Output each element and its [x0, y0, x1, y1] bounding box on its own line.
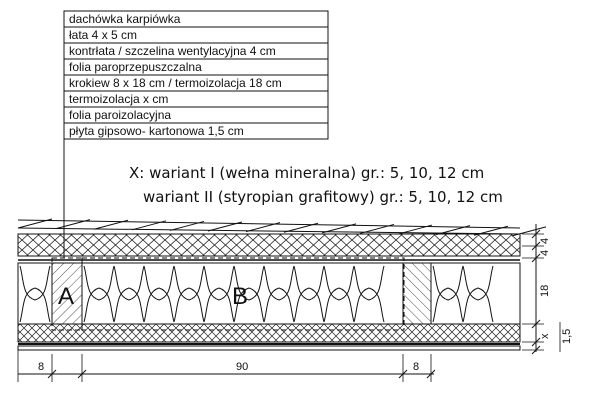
- dim-rafter-depth: 18: [539, 285, 551, 297]
- layer-label: kontrłata / szczelina wentylacyjna 4 cm: [69, 44, 276, 58]
- bottom-dimension-line: 8 90 8: [17, 350, 436, 382]
- dim-bay-width: 90: [236, 361, 248, 373]
- wool-loop: [293, 265, 325, 323]
- variant-note-line-2: wariant II (styropian grafitowy) gr.: 5,…: [143, 188, 503, 206]
- section-label-b: B: [232, 283, 248, 310]
- variant-note-line-1: X: wariant I (wełna mineralna) gr.: 5, 1…: [129, 164, 484, 182]
- rafter-insulation-layer: [17, 262, 521, 325]
- wool-loop: [353, 265, 385, 323]
- dim-rafter-left: 8: [38, 361, 44, 373]
- layer-legend: dachówka karpiówka łata 4 x 5 cm kontrła…: [63, 10, 329, 258]
- mineral-wool-insulation: [19, 265, 494, 323]
- dim-rafter-right: 8: [413, 361, 419, 373]
- plasterboard: [17, 345, 521, 351]
- wool-loop: [462, 265, 494, 323]
- dim-counter-battens: 4: [539, 250, 551, 256]
- layer-label: płyta gipsowo- kartonowa 1,5 cm: [69, 124, 244, 138]
- wool-loop: [19, 265, 51, 323]
- battens-layer: [17, 233, 521, 257]
- dim-battens: 4: [539, 238, 551, 244]
- section-label-a: A: [58, 283, 74, 310]
- roof-section: A B: [17, 218, 547, 351]
- layer-label: dachówka karpiówka: [69, 12, 181, 26]
- dim-plasterboard: 1,5: [561, 329, 573, 344]
- wool-loop: [323, 265, 355, 323]
- wool-loop: [173, 265, 205, 323]
- wool-loop: [263, 265, 295, 323]
- rafter-right: [402, 262, 432, 325]
- wool-loop: [113, 265, 145, 323]
- layer-label: termoizolacja x cm: [69, 92, 168, 106]
- layer-label: folia paroizolacyjna: [69, 108, 171, 122]
- wool-loop: [432, 265, 464, 323]
- layer-label: folia paroprzepuszczalna: [69, 60, 202, 74]
- dim-insulation-x: x: [539, 333, 551, 339]
- wool-loop: [143, 265, 175, 323]
- wool-loop: [233, 265, 265, 323]
- additional-insulation-layer: [17, 323, 521, 343]
- wool-loop: [203, 265, 235, 323]
- roof-tiles: [17, 218, 547, 237]
- right-dimension-line: 4 4 18 x 1,5: [522, 224, 573, 355]
- layer-label: krokiew 8 x 18 cm / termoizolacja 18 cm: [69, 76, 282, 90]
- layer-label: łata 4 x 5 cm: [69, 28, 137, 42]
- wool-loop: [83, 265, 115, 323]
